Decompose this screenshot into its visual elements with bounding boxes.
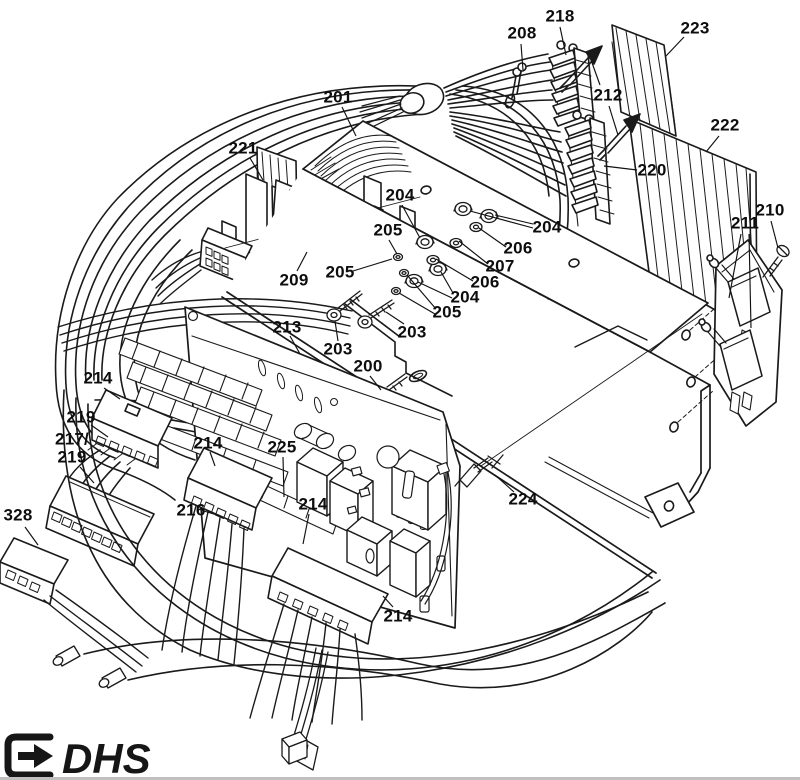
logo-arrow-icon — [18, 744, 53, 768]
harness-grommet — [359, 82, 445, 129]
connector-328 — [0, 537, 149, 673]
lock-washers-205 — [390, 252, 410, 296]
dhs-logo-text: DHS — [62, 735, 151, 780]
screw-arrow-212-upper — [559, 45, 603, 93]
wire-loops-bottom — [62, 389, 666, 689]
circuit-board-213 — [118, 306, 461, 629]
dhs-logo: DHS — [4, 733, 151, 780]
connector-214-bottom — [249, 547, 389, 725]
terminal-strip-220 — [564, 110, 615, 227]
wire-band-mid — [57, 298, 353, 352]
wire-end-terminals — [52, 645, 127, 689]
bottom-edge-strip — [0, 777, 800, 780]
screw-arrow-212-lower — [597, 113, 641, 161]
switch-lower — [698, 318, 763, 415]
small-connector-bottom — [281, 647, 329, 771]
cover-panel-223 — [611, 24, 677, 137]
connector-214-middle — [161, 447, 273, 665]
harness-connector-6pin — [151, 220, 253, 305]
screw-210 — [762, 244, 790, 278]
connector-217-219 — [45, 475, 155, 567]
push-rivet-224 — [454, 454, 504, 488]
